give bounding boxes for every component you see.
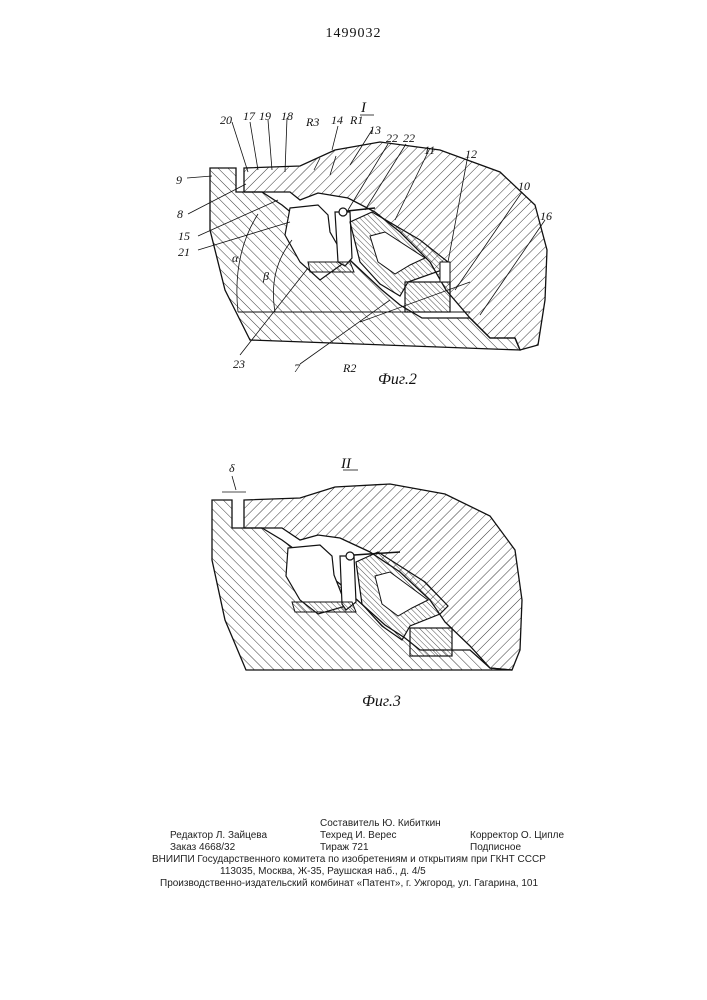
callout-r1: R1 xyxy=(349,113,363,127)
callout-14: 14 xyxy=(331,113,343,127)
figure-3: δ II Фиг.3 xyxy=(212,456,522,710)
publisher-line-3: Производственно-издательский комбинат «П… xyxy=(160,878,610,890)
seal-ring xyxy=(440,262,450,282)
editor: Редактор Л. Зайцева xyxy=(170,830,320,842)
callout-10: 10 xyxy=(518,179,530,193)
pin xyxy=(339,208,347,216)
callout-18: 18 xyxy=(281,109,293,123)
callout-11: 11 xyxy=(424,143,435,157)
colophon: Составитель Ю. Кибиткин Редактор Л. Зайц… xyxy=(170,818,610,890)
publisher-line-1: ВНИИПИ Государственного комитета по изоб… xyxy=(152,854,610,866)
callout-9: 9 xyxy=(176,173,182,187)
callout-23: 23 xyxy=(233,357,245,371)
callout-8: 8 xyxy=(177,207,183,221)
callout-beta: β xyxy=(262,269,269,283)
callout-17: 17 xyxy=(243,109,256,123)
subscription: Подписное xyxy=(470,842,610,854)
corrector: Корректор О. Ципле xyxy=(470,830,610,842)
plunger xyxy=(335,212,352,266)
base-plate-2 xyxy=(292,602,356,612)
circulation: Тираж 721 xyxy=(320,842,470,854)
callout-r2: R2 xyxy=(342,361,356,375)
figure-2-caption: Фиг.2 xyxy=(378,371,417,388)
section-label-ii: II xyxy=(340,456,352,472)
callout-r3: R3 xyxy=(305,115,319,129)
figure-2: I 20 17 19 18 R3 14 R1 13 22 22 11 12 10… xyxy=(176,100,552,388)
seal-block xyxy=(405,282,450,312)
base-plate xyxy=(308,262,354,272)
gap-delta: δ xyxy=(229,461,235,475)
publisher-line-2: 113035, Москва, Ж-35, Раушская наб., д. … xyxy=(220,866,610,878)
callout-19: 19 xyxy=(259,109,271,123)
callout-12: 12 xyxy=(465,147,477,161)
tech-editor: Техред И. Верес xyxy=(320,830,470,842)
compiler: Составитель Ю. Кибиткин xyxy=(320,818,470,830)
callout-16: 16 xyxy=(540,209,552,223)
callout-13: 13 xyxy=(369,123,381,137)
callout-20: 20 xyxy=(220,113,232,127)
callout-21: 21 xyxy=(178,245,190,259)
callout-22a: 22 xyxy=(386,131,398,145)
callout-15: 15 xyxy=(178,229,190,243)
seal-block-2 xyxy=(410,628,452,656)
callout-alpha: α xyxy=(232,251,239,265)
callout-22b: 22 xyxy=(403,131,415,145)
order: Заказ 4668/32 xyxy=(170,842,320,854)
figure-3-caption: Фиг.3 xyxy=(362,693,401,710)
pin-2 xyxy=(346,552,354,560)
callout-7: 7 xyxy=(294,361,301,375)
